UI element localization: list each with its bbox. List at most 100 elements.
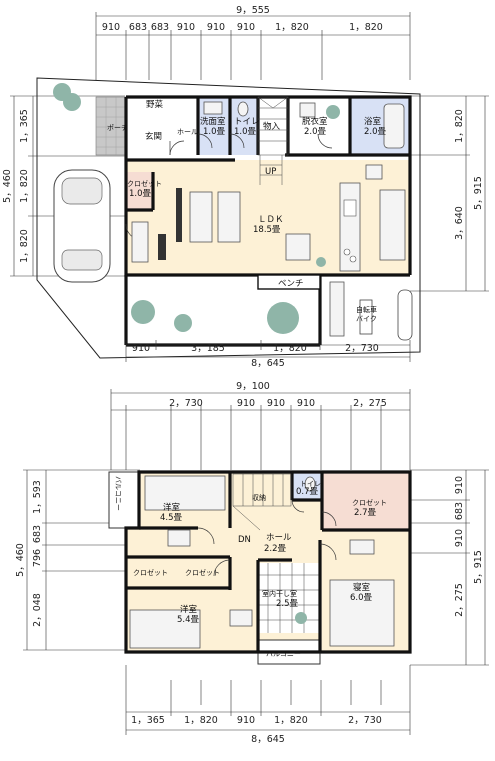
tree-icon: [267, 302, 299, 334]
room-porch: ポーチ: [107, 124, 128, 132]
sofa: [189, 191, 213, 243]
bike-label: 自転車: [356, 305, 377, 314]
floor1-bottom-dimensions: 910 3，185 1，820 2，730 8，645: [125, 340, 411, 369]
floor2-top-dimensions: 9，100 2，730 910 910 910 2，275: [110, 381, 411, 470]
room-toilet-name: トイレ: [300, 480, 321, 488]
floor2-right-dimensions: 910 683 910 2，275 5，915: [410, 469, 489, 666]
floor1-top-dim: 683: [151, 22, 169, 33]
motorbike-icon: [397, 289, 413, 341]
floor2-left-dimensions: 5，460 1，593 683 796 2，048: [15, 469, 140, 651]
stove-burner: [349, 255, 357, 263]
room-washroom-size: 1.0畳: [203, 127, 226, 137]
floor2-right-dim: 2，275: [454, 583, 465, 617]
tree-icon: [316, 257, 326, 267]
cupboard: [379, 189, 406, 261]
stove-burner: [343, 248, 351, 256]
room-closet-a: クロゼット: [133, 568, 168, 577]
washer: [299, 102, 316, 118]
sink: [343, 199, 357, 217]
floor1-bottom-dim: 3，185: [191, 343, 225, 354]
floor2-doors: [197, 499, 337, 577]
floor1-bottom-dim: 910: [132, 343, 150, 354]
floor2-stairs: [232, 473, 292, 531]
tv-board: [176, 188, 182, 242]
ldk-floor: [126, 160, 410, 274]
floor2-top-dim: 2，275: [353, 398, 387, 409]
closet1-floor: [126, 172, 153, 210]
tv-board: [349, 539, 375, 555]
floor2-bottom-total: 8，645: [251, 734, 285, 745]
floor2-walls: [124, 470, 412, 654]
cabinet: [158, 234, 166, 260]
floor1-top-total: 9，555: [236, 5, 270, 16]
floor2-left-dim: 1，593: [32, 480, 43, 514]
floor2-bottom-dim: 910: [237, 715, 255, 726]
floor1-top-dim: 1，820: [275, 22, 309, 33]
room-entrance: 玄関: [145, 131, 162, 142]
bathtub: [383, 103, 405, 149]
room-closet-name: クロゼット: [127, 179, 162, 188]
floor1-plan: 9，555 910 683 683 910 910 910 1，820 1，82…: [2, 5, 489, 369]
floor1-left-dim: 1，820: [19, 229, 30, 263]
floor2-top-dim: 910: [237, 398, 255, 409]
floor1-right-dimensions: 1，820 3，640 5，915: [410, 95, 489, 292]
bed: [129, 609, 201, 649]
bike-label: バイク: [356, 315, 377, 323]
sofa: [217, 191, 241, 243]
floor1-right-dim: 3，640: [454, 206, 465, 240]
bed: [144, 475, 226, 511]
floor2-bottom-dim: 2，730: [348, 715, 382, 726]
tv-stand: [131, 221, 149, 263]
room-drying-name: 室内干し室: [262, 589, 297, 598]
bed: [329, 579, 395, 647]
room-balcony1: バルコニー: [114, 476, 122, 511]
room-closet1-name: クロゼット: [352, 498, 387, 507]
floor1-top-dim: 910: [102, 22, 120, 33]
floor2-bottom-dim: 1，820: [184, 715, 218, 726]
floor2-right-dim: 683: [454, 502, 465, 520]
balcony1: [108, 471, 140, 529]
floor1-top-dim: 910: [207, 22, 225, 33]
stairs-dn-label: DN: [238, 535, 251, 545]
floor2-plan: 9，100 2，730 910 910 910 2，275 5，460 1，59…: [15, 381, 489, 745]
room-bath-name: 浴室: [364, 116, 382, 127]
floor1-stairs: [257, 96, 289, 185]
porch-tiles: [95, 96, 127, 156]
tree-icon: [131, 300, 155, 324]
closet1-floor: [322, 472, 410, 530]
room-closet-size: 1.0畳: [129, 189, 152, 199]
bench: [257, 274, 321, 290]
floor1-right-total: 5，915: [473, 176, 484, 210]
floor1-left-dim: 1，820: [19, 169, 30, 203]
floor1-top-dim: 683: [129, 22, 147, 33]
room-dressing-name: 脱衣室: [302, 116, 328, 127]
floor1-top-dim: 1，820: [349, 22, 383, 33]
room-closet1-size: 2.7畳: [354, 508, 377, 518]
floor1-top-dim: 910: [237, 22, 255, 33]
room-hall-name: ホール: [266, 533, 292, 543]
room-toilet-size: 1.0畳: [234, 127, 257, 137]
tree-icon: [326, 105, 340, 119]
room-toilet-size: 0.7畳: [296, 487, 319, 497]
floor2-top-dim: 910: [267, 398, 285, 409]
wash-basin: [203, 101, 223, 115]
car: [53, 169, 111, 283]
floor2-left-total: 5，460: [15, 543, 26, 577]
floor2-left-dim: 796: [32, 549, 43, 567]
floor1-left-dim: 1，365: [19, 109, 30, 143]
room-western1-size: 4.5畳: [160, 513, 183, 523]
floor2-bottom-dim: 1，365: [131, 715, 165, 726]
floor1-bottom-dim: 1，820: [273, 343, 307, 354]
tree-icon: [63, 93, 81, 111]
room-ldk-name: ＬＤＫ: [258, 215, 284, 225]
bench-label: ベンチ: [278, 279, 304, 289]
stairs-up-label: UP: [265, 167, 276, 177]
toilet-fixture: [304, 476, 316, 492]
room-balcony2: バルコニー: [266, 650, 301, 658]
floor2-left-dim: 683: [32, 525, 43, 543]
room-western1-name: 洋室: [163, 502, 181, 513]
room-closet-b: クロゼット: [185, 568, 220, 577]
floor1-top-dim: 910: [177, 22, 195, 33]
floor2-bottom-dim: 1，820: [274, 715, 308, 726]
